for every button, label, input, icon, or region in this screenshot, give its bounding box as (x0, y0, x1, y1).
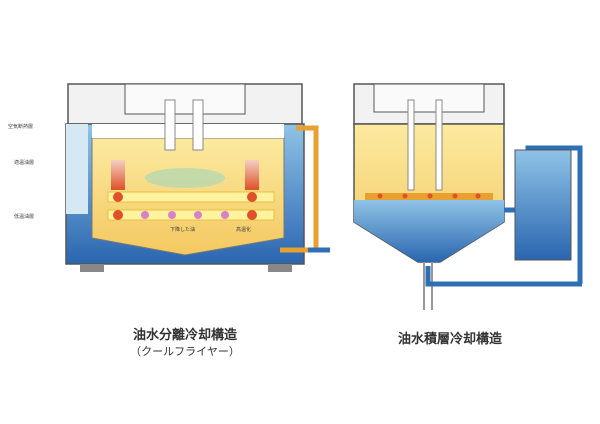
label-heated: 高温化 (236, 227, 252, 233)
left-fryer (65, 83, 330, 272)
label-air-insulation: 空気断熱層 (8, 124, 34, 130)
left-title: 油水分離冷却構造 (132, 328, 237, 343)
left-caption: 油水分離冷却構造 （クールフライヤー） (100, 324, 270, 359)
right-title: 油水積層冷却構造 (397, 332, 502, 347)
label-low-temp-oil: 低温油層 (14, 214, 35, 220)
label-descended-oil: 下降した油 (170, 227, 196, 233)
left-subtitle: （クールフライヤー） (130, 345, 240, 358)
right-fryer (353, 83, 583, 310)
label-optimal-oil: 適温油層 (14, 160, 35, 166)
